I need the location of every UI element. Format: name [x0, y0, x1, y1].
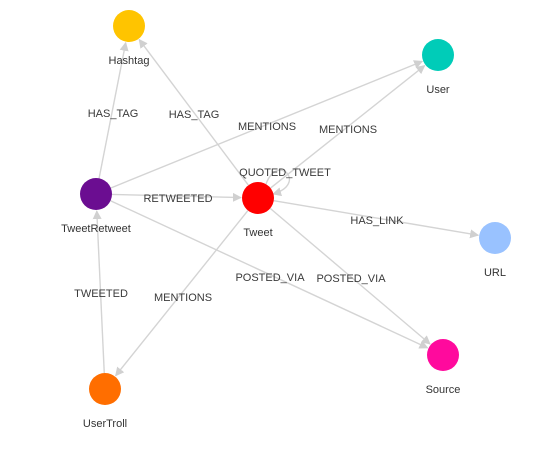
edge-tweet-source[interactable] [269, 207, 431, 345]
edge-tweet-usertroll[interactable] [115, 210, 249, 377]
node-user[interactable]: User [422, 39, 454, 96]
edge-label-tr-source: POSTED_VIA [235, 272, 305, 284]
node-label-url: URL [484, 267, 506, 279]
edge-label-tr-tweet: RETWEETED [143, 193, 212, 205]
node-usertroll[interactable]: UserTroll [83, 373, 127, 430]
node-circle-user[interactable] [422, 39, 454, 71]
node-url[interactable]: URL [479, 222, 511, 279]
edge-label-tweet-user: MENTIONS [319, 124, 377, 136]
node-label-user: User [426, 84, 450, 96]
node-circle-hashtag[interactable] [113, 10, 145, 42]
edge-label-tr-user: MENTIONS [238, 121, 296, 133]
edge-label-tweet-url: HAS_LINK [350, 215, 404, 227]
edge-tweet-user[interactable] [270, 65, 426, 189]
edge-label-tr-hashtag: HAS_TAG [88, 108, 139, 120]
node-circle-tweetretweet[interactable] [80, 178, 112, 210]
edge-tr-source[interactable] [110, 200, 429, 349]
edge-label-usertroll-tr: TWEETED [74, 288, 128, 300]
edge-tweet-self[interactable] [265, 169, 291, 197]
edge-tr-user[interactable] [110, 60, 424, 189]
edge-tr-tweet[interactable] [111, 192, 242, 202]
edges-layer [92, 38, 480, 377]
node-label-tweetretweet: TweetRetweet [61, 223, 131, 235]
edge-tr-hashtag[interactable] [98, 41, 129, 179]
node-circle-source[interactable] [427, 339, 459, 371]
node-tweetretweet[interactable]: TweetRetweet [61, 178, 131, 235]
edge-label-tweet-usertroll: MENTIONS [154, 292, 212, 304]
node-hashtag[interactable]: Hashtag [109, 10, 150, 67]
node-circle-url[interactable] [479, 222, 511, 254]
node-tweet[interactable]: Tweet [242, 182, 274, 239]
node-label-usertroll: UserTroll [83, 418, 127, 430]
edge-label-tweet-source: POSTED_VIA [316, 273, 386, 285]
node-source[interactable]: Source [426, 339, 461, 396]
node-label-tweet: Tweet [243, 227, 272, 239]
node-label-hashtag: Hashtag [109, 55, 150, 67]
edge-tweet-url[interactable] [273, 199, 480, 239]
edge-label-tweet-hashtag: HAS_TAG [169, 109, 220, 121]
node-circle-tweet[interactable] [242, 182, 274, 214]
edge-labels-layer: HAS_TAG HAS_TAG MENTIONS MENTIONS QUOTED_TWE… [74, 108, 404, 304]
node-circle-usertroll[interactable] [89, 373, 121, 405]
edge-label-tweet-self: QUOTED_TWEET [239, 167, 331, 179]
edge-tweet-hashtag[interactable] [138, 38, 249, 186]
node-label-source: Source [426, 384, 461, 396]
edge-usertroll-tr[interactable] [92, 210, 105, 374]
